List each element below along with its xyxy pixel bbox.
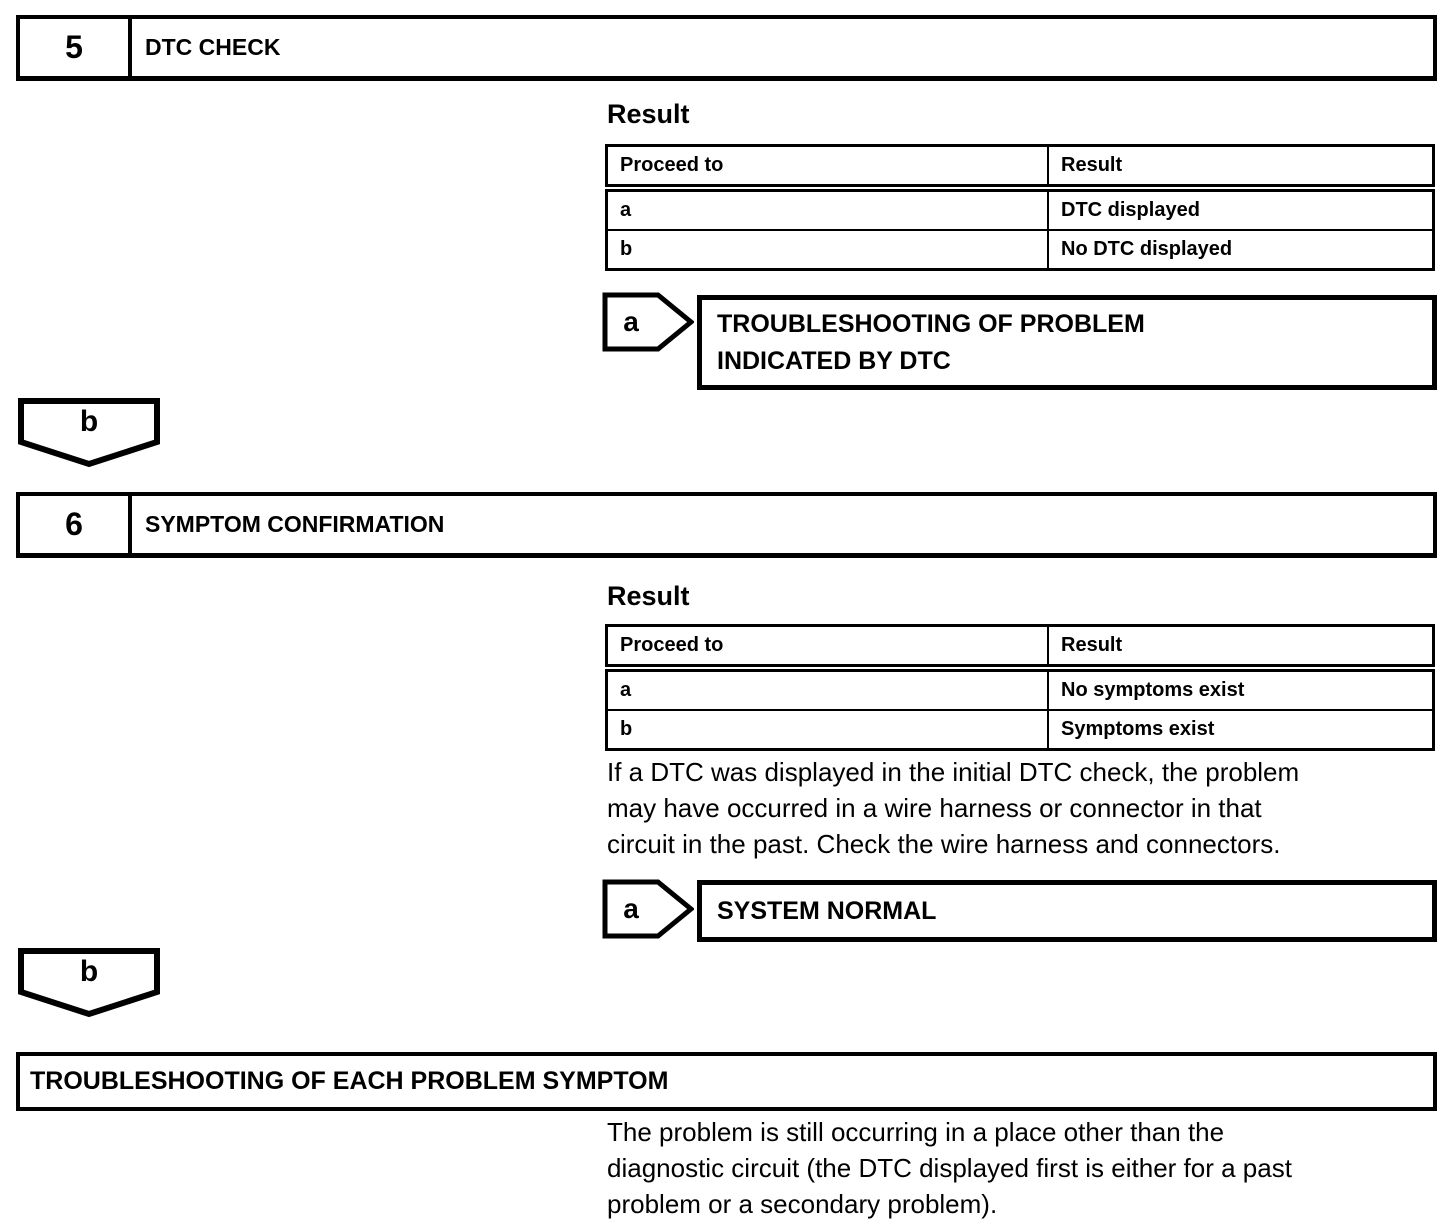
step-5-branch-b: b xyxy=(18,398,160,468)
result-cell: Symptoms exist xyxy=(1047,709,1435,751)
step-5-result-table: Proceed to Result a DTC displayed b No D… xyxy=(605,144,1435,271)
step-5-number: 5 xyxy=(20,19,132,76)
step-6-branch-b-label: b xyxy=(79,955,99,988)
column-header-proceed-to: Proceed to xyxy=(605,624,1049,672)
result-cell: No symptoms exist xyxy=(1047,667,1435,711)
step-6-result-heading: Result xyxy=(607,581,690,611)
column-header-result: Result xyxy=(1047,624,1435,672)
final-step-title: TROUBLESHOOTING OF EACH PROBLEM SYMPTOM xyxy=(30,1067,669,1095)
step-6-result-table: Proceed to Result a No symptoms exist b … xyxy=(605,624,1435,751)
final-step-note: The problem is still occurring in a plac… xyxy=(607,1117,1292,1219)
step-5-branch-a-target: TROUBLESHOOTING OF PROBLEM INDICATED BY … xyxy=(697,295,1437,390)
down-pentagon-icon xyxy=(18,948,160,1018)
step-5-branch-a-label: a xyxy=(623,306,639,337)
proceed-cell: b xyxy=(605,229,1049,271)
table-row: a DTC displayed xyxy=(605,187,1435,231)
column-header-result: Result xyxy=(1047,144,1435,192)
final-step-title-box: TROUBLESHOOTING OF EACH PROBLEM SYMPTOM xyxy=(16,1052,1437,1111)
proceed-cell: b xyxy=(605,709,1049,751)
proceed-cell: a xyxy=(605,187,1049,231)
step-6-branch-b: b xyxy=(18,948,160,1018)
step-5-header: 5 DTC CHECK xyxy=(16,15,1437,81)
step-6-title: SYMPTOM CONFIRMATION xyxy=(145,511,445,537)
down-pentagon-icon xyxy=(18,398,160,468)
step-6-number: 6 xyxy=(20,496,132,553)
down-pentagon-shape xyxy=(18,398,160,468)
right-arrow-icon xyxy=(602,292,694,352)
down-pentagon-shape xyxy=(18,948,160,1018)
right-arrow-shape xyxy=(602,879,694,939)
step-5-branch-b-label: b xyxy=(79,405,99,438)
right-arrow-icon xyxy=(602,879,694,939)
column-header-proceed-to: Proceed to xyxy=(605,144,1049,192)
result-cell: DTC displayed xyxy=(1047,187,1435,231)
step-6-branch-a-label: a xyxy=(623,893,639,924)
table-row: a No symptoms exist xyxy=(605,667,1435,711)
proceed-cell: a xyxy=(605,667,1049,711)
table-header-row: Proceed to Result xyxy=(605,144,1435,192)
table-row: b No DTC displayed xyxy=(605,229,1435,271)
result-cell: No DTC displayed xyxy=(1047,229,1435,271)
step-5-title: DTC CHECK xyxy=(145,34,281,60)
step-6-branch-a-target: SYSTEM NORMAL xyxy=(697,880,1437,942)
step-6-note: If a DTC was displayed in the initial DT… xyxy=(607,757,1300,859)
table-row: b Symptoms exist xyxy=(605,709,1435,751)
right-arrow-shape xyxy=(602,292,694,352)
step-6-branch-a: a xyxy=(602,879,694,939)
step-5-result-heading: Result xyxy=(607,99,690,129)
step-6-header: 6 SYMPTOM CONFIRMATION xyxy=(16,492,1437,558)
table-header-row: Proceed to Result xyxy=(605,624,1435,672)
step-5-branch-a: a xyxy=(602,292,694,352)
